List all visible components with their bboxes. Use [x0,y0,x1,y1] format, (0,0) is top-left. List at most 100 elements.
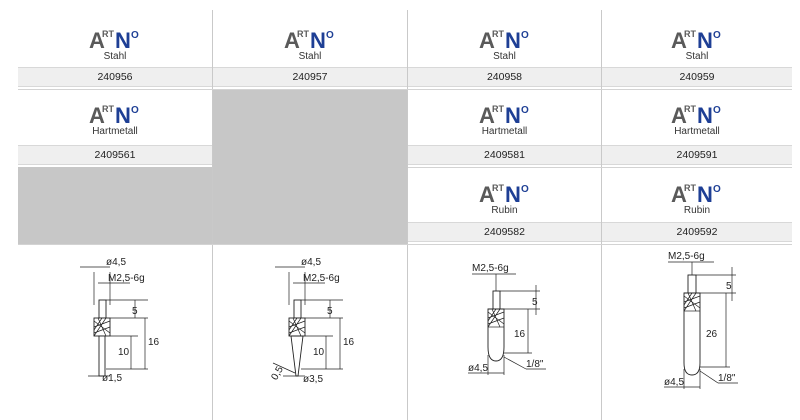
dim-5-label: 5 [532,297,538,308]
row-divider [18,244,792,245]
svg-text:A: A [89,28,105,50]
dim-26-label: 26 [706,329,718,340]
dim-16-label: 16 [148,337,160,348]
angle-label: 0,5 [269,364,286,382]
product-header: A RT N O Stahl [408,28,601,62]
dia-bottom-label: ø4,5 [664,377,684,388]
product-header: A RT N O Rubin [408,182,601,216]
svg-text:O: O [713,30,721,41]
svg-text:A: A [89,103,105,125]
art-no-logo: A RT N O [671,182,721,204]
svg-text:O: O [131,105,139,116]
material-label: Stahl [103,51,127,62]
svg-text:A: A [671,182,687,204]
art-no-logo: A RT N O [479,103,529,125]
dim-10-label: 10 [118,347,130,358]
article-number: 240957 [213,67,407,87]
svg-text:N: N [697,103,713,125]
column-divider [407,10,408,420]
article-number: 240956 [18,67,212,87]
svg-text:A: A [479,103,495,125]
svg-text:O: O [521,105,529,116]
svg-text:N: N [697,28,713,50]
dia-bottom-label: ø1,5 [102,373,122,384]
art-no-logo: A RT N O [671,103,721,125]
svg-text:A: A [671,103,687,125]
empty-cell [213,90,407,244]
svg-text:RT: RT [102,104,114,114]
empty-cell [18,167,212,244]
stylus-drawing-1: ø4,5 M2,5-6g 5 16 10 ø1,5 [80,257,160,384]
dim-5-label: 5 [327,306,333,317]
article-number: 240959 [602,67,792,87]
article-number: 2409561 [18,145,212,165]
dia-top-label: ø4,5 [106,257,126,268]
svg-text:A: A [671,28,687,50]
dia-bottom-label: ø4,5 [468,363,488,374]
svg-text:N: N [310,28,326,50]
thread-label: M2,5-6g [472,263,509,274]
svg-text:N: N [505,103,521,125]
svg-text:N: N [697,182,713,204]
ball-label: 1/8" [718,373,736,384]
material-label: Hartmetall [92,126,138,137]
stylus-drawing-4: M2,5-6g 5 26 ø4,5 1/8" [664,251,738,389]
dim-16-label: 16 [343,337,355,348]
material-label: Rubin [683,205,711,216]
svg-text:RT: RT [492,183,504,193]
thread-label: M2,5-6g [303,273,340,284]
material-label: Rubin [491,205,518,216]
dia-bottom-label: ø3,5 [303,374,323,385]
product-header: A RT N O Hartmetall [18,103,212,137]
thread-label: M2,5-6g [668,251,705,262]
svg-text:O: O [521,30,529,41]
svg-text:A: A [479,182,495,204]
article-number: 2409581 [408,145,601,165]
dim-5-label: 5 [726,281,732,292]
product-header: A RT N O Stahl [18,28,212,62]
art-no-logo: A RT N O [479,28,529,50]
product-header: A RT N O Rubin [602,182,792,216]
svg-text:O: O [713,105,721,116]
material-label: Stahl [298,51,322,62]
svg-text:O: O [326,30,334,41]
svg-text:O: O [521,184,529,195]
article-number: 2409592 [602,222,792,242]
article-number: 2409591 [602,145,792,165]
svg-text:N: N [115,103,131,125]
svg-text:N: N [505,182,521,204]
row-divider [18,89,792,90]
material-label: Hartmetall [674,126,720,137]
svg-text:RT: RT [684,183,696,193]
svg-text:O: O [713,184,721,195]
svg-text:O: O [131,30,139,41]
dim-5-label: 5 [132,306,138,317]
art-no-logo: A RT N O [479,182,529,204]
product-header: A RT N O Stahl [213,28,407,62]
svg-text:N: N [505,28,521,50]
material-label: Hartmetall [481,126,528,137]
product-header: A RT N O Hartmetall [602,103,792,137]
svg-text:RT: RT [492,104,504,114]
stylus-drawing-3: M2,5-6g 5 16 ø4,5 1/8" [468,263,546,375]
dim-16-label: 16 [514,329,526,340]
dia-top-label: ø4,5 [301,257,321,268]
column-divider [212,10,213,420]
svg-text:RT: RT [492,29,504,39]
svg-text:N: N [115,28,131,50]
material-label: Stahl [493,51,516,62]
art-no-logo: A RT N O [671,28,721,50]
art-no-logo: A RT N O [89,103,139,125]
art-no-logo: A RT N O [284,28,334,50]
stylus-drawing-2: ø4,5 M2,5-6g 5 16 10 0,5 ø3,5 [269,257,355,385]
svg-text:RT: RT [102,29,114,39]
product-header: A RT N O Hartmetall [408,103,601,137]
thread-label: M2,5-6g [108,273,145,284]
svg-text:A: A [479,28,495,50]
dim-10-label: 10 [313,347,325,358]
svg-text:RT: RT [684,29,696,39]
column-divider [601,10,602,420]
material-label: Stahl [685,51,709,62]
ball-label: 1/8" [526,359,544,370]
svg-text:RT: RT [297,29,309,39]
